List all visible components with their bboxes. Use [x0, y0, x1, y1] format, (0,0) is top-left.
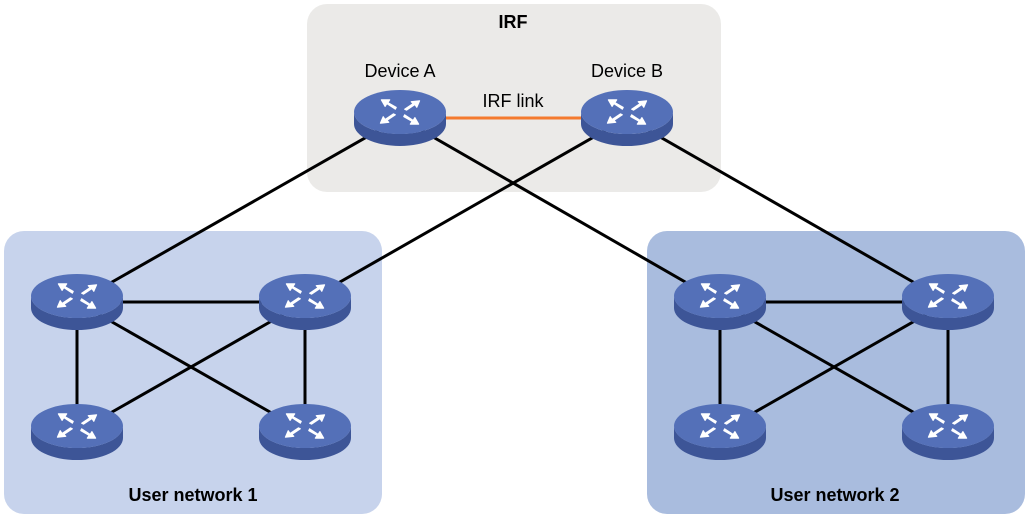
- device-b-label: Device B: [591, 61, 663, 81]
- un2-switch-top-left-switch-icon: [674, 274, 766, 330]
- irf-title: IRF: [499, 12, 528, 32]
- link-device-b-to-un1-switch-top-right: [304, 116, 628, 304]
- link-device-b-to-un2-switch-top-right: [626, 116, 949, 304]
- user-network-2-box: [647, 231, 1025, 514]
- un1-switch-bottom-left-switch-icon: [31, 404, 123, 460]
- device-a-switch-icon: [354, 90, 446, 146]
- un2-switch-bottom-left-switch-icon: [674, 404, 766, 460]
- un1-switch-top-left-switch-icon: [31, 274, 123, 330]
- user-network-1-title: User network 1: [128, 485, 257, 505]
- device-b-switch-icon: [581, 90, 673, 146]
- un1-switch-bottom-right-switch-icon: [259, 404, 351, 460]
- un2-switch-bottom-right-switch-icon: [902, 404, 994, 460]
- link-device-a-to-un2-switch-top-left: [399, 116, 721, 304]
- link-device-a-to-un1-switch-top-left: [76, 116, 401, 304]
- un1-switch-top-right-switch-icon: [259, 274, 351, 330]
- switches: [31, 90, 994, 460]
- user-network-2-title: User network 2: [770, 485, 899, 505]
- user-network-1-box: [4, 231, 382, 514]
- un2-switch-top-right-switch-icon: [902, 274, 994, 330]
- device-a-label: Device A: [364, 61, 435, 81]
- irf-link-label: IRF link: [482, 91, 544, 111]
- link-un1-switch-top-right-to-un1-switch-bottom-left: [76, 300, 306, 434]
- link-un2-switch-top-right-to-un2-switch-bottom-left: [719, 300, 949, 434]
